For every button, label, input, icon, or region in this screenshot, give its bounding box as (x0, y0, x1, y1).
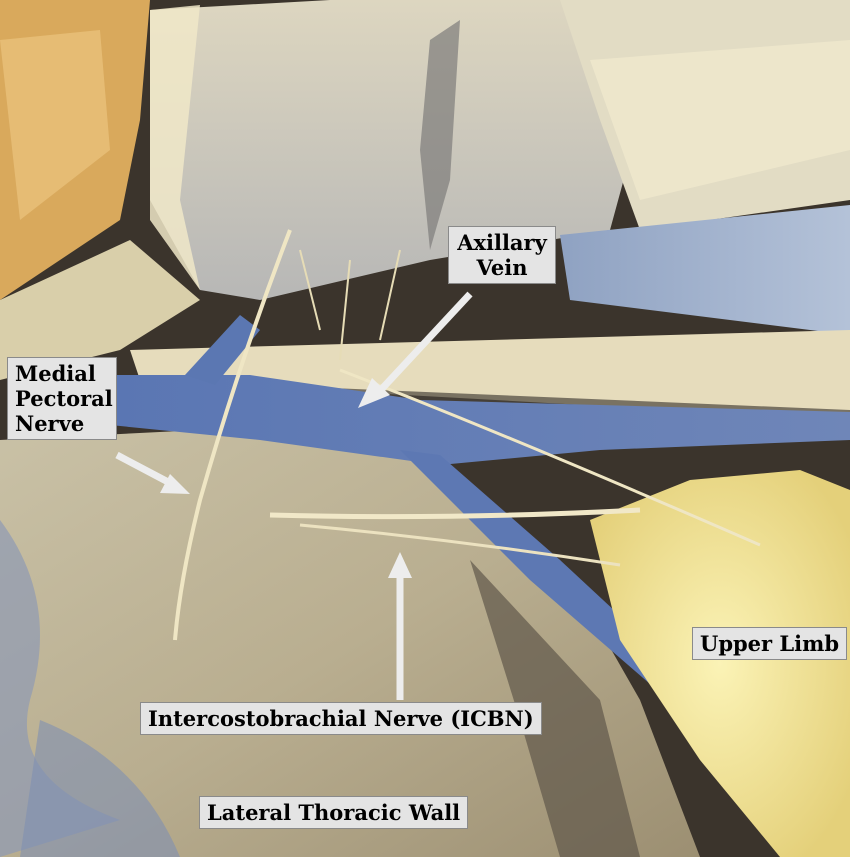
vein-tributary-upper (185, 315, 260, 385)
label-medial-pectoral-nerve: Medial Pectoral Nerve (7, 357, 117, 440)
label-medial-pectoral-nerve-line2: Pectoral (15, 386, 113, 411)
brachial-cords (130, 330, 850, 420)
thoracic-wall-bluish-patch-2 (20, 720, 180, 857)
pectoral-muscle (150, 0, 640, 300)
arrow-medial-pectoral-nerve (115, 451, 190, 494)
medial-pectoral-nerve-strand (173, 229, 292, 641)
thoracic-wall-bluish-patch (0, 520, 120, 857)
arrow-axillary-vein (358, 291, 473, 408)
label-upper-limb: Upper Limb (692, 627, 848, 660)
nerve-to-limb (339, 368, 761, 547)
label-axillary-vein-line2: Vein (476, 255, 528, 280)
axillary-vein (110, 375, 850, 465)
upper-right-band (590, 40, 850, 200)
label-medial-pectoral-nerve-line3: Nerve (15, 411, 85, 436)
fat-top-left-highlight (0, 30, 110, 220)
arrow-icbn (388, 552, 412, 700)
label-lateral-thoracic-wall: Lateral Thoracic Wall (199, 796, 469, 829)
label-axillary-vein-line1: Axillary (457, 230, 547, 255)
pectoral-muscle-rim (150, 5, 200, 290)
nerve-branches-upper (299, 249, 401, 361)
upper-limb-fat (590, 470, 850, 857)
fat-strip-left (0, 240, 200, 380)
thoracic-wall-dark-edge (470, 560, 640, 857)
icbn-strand (269, 507, 641, 520)
label-icbn: Intercostobrachial Nerve (ICBN) (140, 702, 542, 735)
muscle-fold-dark (420, 20, 460, 250)
blue-muscle-band (560, 205, 850, 335)
icbn-strand-2 (299, 523, 621, 567)
label-axillary-vein: Axillary Vein (448, 226, 556, 284)
label-medial-pectoral-nerve-line1: Medial (15, 361, 96, 386)
